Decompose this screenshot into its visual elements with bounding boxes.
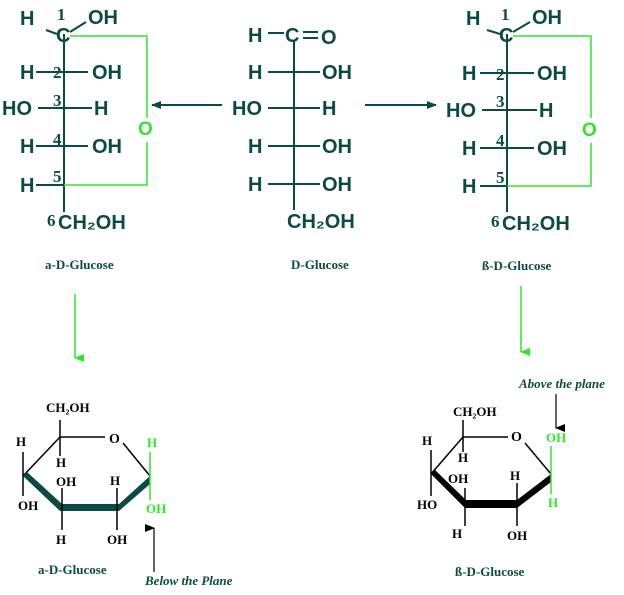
beta-c4-number: 4 — [496, 131, 505, 150]
beta-haworth-c1-h: H — [548, 495, 558, 510]
beta-c3-h: H — [539, 100, 553, 122]
beta-c6-ch2oh: CH₂OH — [502, 213, 570, 235]
alpha-c3-number: 3 — [53, 91, 62, 110]
beta-c2-oh: OH — [537, 63, 567, 85]
alpha-haworth-c3-h: H — [56, 532, 66, 547]
open-c2-oh: OH — [322, 62, 352, 84]
beta-c1-number: 1 — [501, 5, 510, 24]
beta-haworth-ch2oh: CH₂OH — [453, 404, 497, 419]
alpha-haworth-c1-oh: OH — [146, 501, 166, 516]
beta-c1-carbon: C — [499, 25, 513, 47]
beta-haworth-label: ß-D-Glucose — [455, 564, 525, 579]
beta-c5-number: 5 — [496, 168, 505, 187]
alpha-haworth-c2-h: H — [110, 473, 120, 488]
alpha-c2-oh: OH — [92, 62, 122, 84]
beta-c6-number: 6 — [491, 212, 500, 231]
alpha-c1-h: H — [20, 8, 34, 30]
alpha-fischer-label: a-D-Glucose — [45, 257, 114, 272]
alpha-c1-carbon: C — [56, 25, 70, 47]
alpha-fischer-projection: H 1 OH C H 2 OH HO 3 H H 4 OH H 5 O 6 CH… — [2, 5, 153, 272]
beta-haworth-c3-oh: OH — [448, 471, 468, 486]
beta-haworth-projection: CH₂OH O H HO H OH H H OH OH H Above the … — [417, 376, 605, 579]
beta-c4-h: H — [462, 138, 476, 160]
beta-haworth-c1-oh: OH — [546, 430, 566, 445]
beta-ring-oxygen: O — [582, 120, 597, 141]
alpha-c3-ho: HO — [2, 98, 32, 120]
beta-c3-ho: HO — [446, 100, 476, 122]
beta-c2-h: H — [462, 63, 476, 85]
beta-c1-oh: OH — [532, 7, 562, 29]
open-c4-oh: OH — [322, 136, 352, 158]
beta-c2-number: 2 — [496, 65, 505, 84]
beta-haworth-c5-h: H — [458, 450, 468, 465]
beta-c5-h: H — [462, 176, 476, 198]
open-c5-oh: OH — [322, 174, 352, 196]
beta-haworth-c2-h: H — [510, 468, 520, 483]
alpha-c4-h: H — [20, 136, 34, 158]
alpha-c2-h: H — [20, 62, 34, 84]
alpha-haworth-c1-h: H — [147, 435, 157, 450]
alpha-c1-oh: OH — [88, 7, 118, 29]
open-c3-ho: HO — [232, 98, 262, 120]
alpha-c1-number: 1 — [57, 5, 66, 24]
alpha-haworth-c5-h: H — [56, 455, 66, 470]
alpha-c6-ch2oh: CH₂OH — [58, 212, 126, 234]
open-c1-h: H — [248, 25, 262, 47]
above-plane-note: Above the plane — [518, 376, 605, 391]
alpha-c4-oh: OH — [92, 136, 122, 158]
alpha-haworth-ch2oh: CH₂OH — [46, 400, 90, 415]
alpha-haworth-c4-h: H — [16, 434, 26, 449]
below-plane-note: Below the Plane — [144, 573, 233, 588]
open-chain-projection: H C O H OH HO H H OH H OH CH₂OH D-Glucos… — [232, 25, 355, 272]
beta-haworth-c4-ho: HO — [417, 497, 437, 512]
beta-c4-oh: OH — [537, 138, 567, 160]
beta-c1-h: H — [466, 8, 480, 30]
alpha-haworth-projection: CH₂OH O H OH H OH H H OH H OH a-D-Glucos… — [16, 400, 233, 588]
beta-c3-number: 3 — [496, 92, 505, 111]
open-c4-h: H — [248, 136, 262, 158]
open-c1-oxygen: O — [321, 27, 337, 49]
alpha-c2-number: 2 — [53, 63, 62, 82]
alpha-c3-h: H — [94, 98, 108, 120]
alpha-c5-number: 5 — [53, 167, 62, 186]
beta-fischer-projection: H 1 OH C H 2 OH HO 3 H H 4 OH H 5 O 6 CH… — [446, 5, 597, 273]
open-c5-h: H — [248, 174, 262, 196]
alpha-haworth-c2-oh: OH — [107, 532, 127, 547]
alpha-c5-h: H — [20, 175, 34, 197]
beta-haworth-ring-oxygen: O — [511, 430, 522, 445]
open-c2-h: H — [248, 62, 262, 84]
beta-haworth-c4-h: H — [422, 433, 432, 448]
alpha-ring-oxygen: O — [138, 119, 153, 140]
alpha-c6-number: 6 — [47, 211, 56, 230]
beta-fischer-label: ß-D-Glucose — [482, 258, 552, 273]
open-c1-carbon: C — [285, 25, 299, 47]
open-c6-ch2oh: CH₂OH — [287, 211, 355, 233]
open-c3-h: H — [322, 98, 336, 120]
beta-haworth-c3-h: H — [452, 526, 462, 541]
alpha-haworth-label: a-D-Glucose — [38, 562, 107, 577]
alpha-haworth-c4-oh: OH — [18, 498, 38, 513]
alpha-c4-number: 4 — [53, 130, 62, 149]
alpha-haworth-ring-oxygen: O — [109, 432, 120, 447]
beta-haworth-c2-oh: OH — [507, 528, 527, 543]
alpha-haworth-c3-oh: OH — [56, 474, 76, 489]
open-chain-label: D-Glucose — [291, 257, 349, 272]
